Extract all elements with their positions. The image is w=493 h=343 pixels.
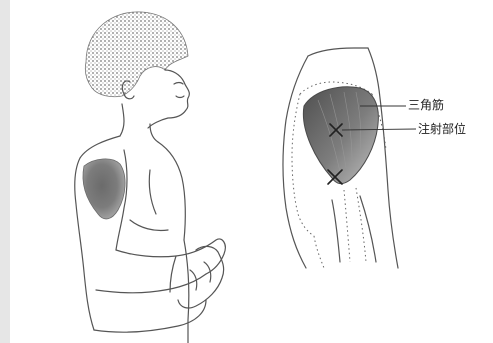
child-face <box>148 70 189 128</box>
label-deltoid: 三角筋 <box>408 98 444 112</box>
label-injection-site: 注射部位 <box>418 122 466 136</box>
child-hair <box>85 12 188 97</box>
child-deltoid-shading <box>83 159 125 219</box>
arm-outline-left <box>283 56 308 268</box>
arm-outline-right <box>368 48 398 268</box>
